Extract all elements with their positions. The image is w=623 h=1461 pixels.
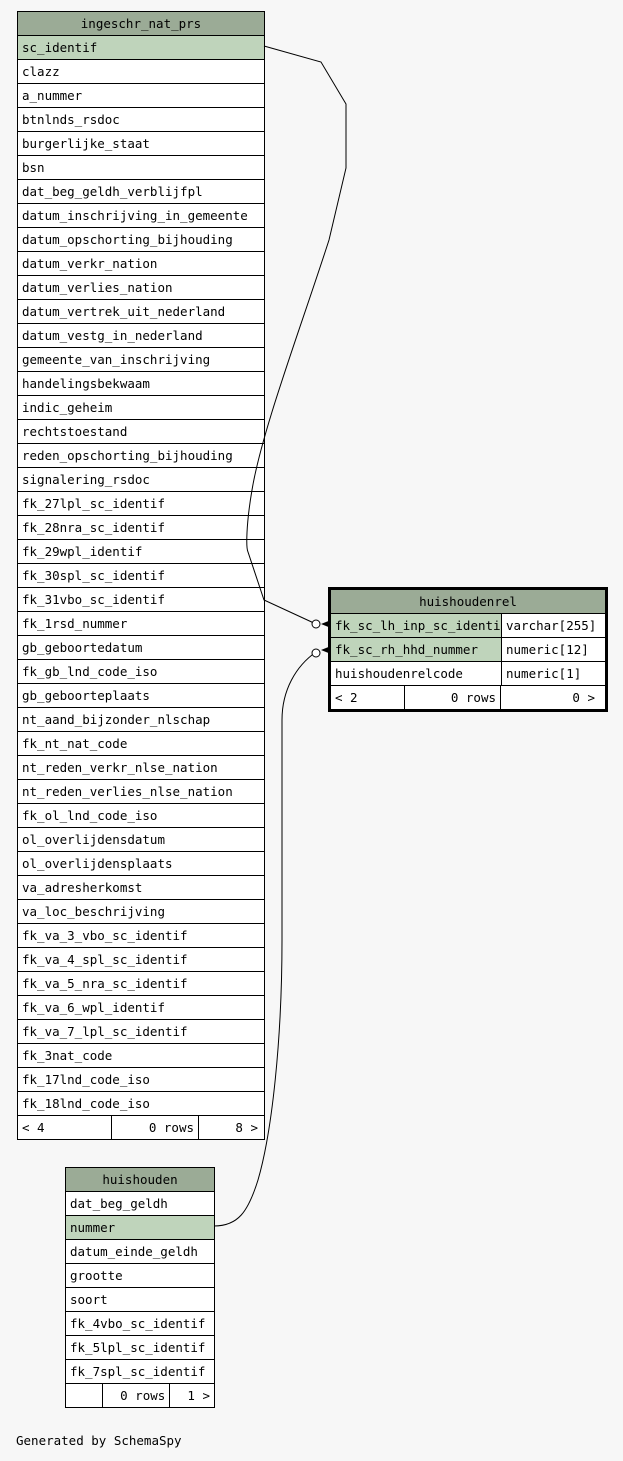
table-title[interactable]: huishoudenrel	[331, 590, 605, 614]
footer-children-link[interactable]: 1 >	[187, 1388, 210, 1403]
column-nt-reden-verlies-nlse-nation[interactable]: nt_reden_verlies_nlse_nation	[18, 780, 264, 804]
column-name: fk_sc_rh_hhd_nummer	[331, 638, 502, 661]
column-datum-opschorting-bijhouding[interactable]: datum_opschorting_bijhouding	[18, 228, 264, 252]
column-datum-verkr-nation[interactable]: datum_verkr_nation	[18, 252, 264, 276]
column-fk-va-6-wpl-identif[interactable]: fk_va_6_wpl_identif	[18, 996, 264, 1020]
column-fk-31vbo-sc-identif[interactable]: fk_31vbo_sc_identif	[18, 588, 264, 612]
column-gemeente-van-inschrijving[interactable]: gemeente_van_inschrijving	[18, 348, 264, 372]
edge-end-circle-2	[311, 648, 321, 658]
column-fk-va-4-spl-sc-identif[interactable]: fk_va_4_spl_sc_identif	[18, 948, 264, 972]
column-handelingsbekwaam[interactable]: handelingsbekwaam	[18, 372, 264, 396]
column-nt-reden-verkr-nlse-nation[interactable]: nt_reden_verkr_nlse_nation	[18, 756, 264, 780]
column-name: fk_sc_lh_inp_sc_identif	[331, 614, 508, 637]
column-datum-inschrijving-in-gemeente[interactable]: datum_inschrijving_in_gemeente	[18, 204, 264, 228]
column-gb-geboortedatum[interactable]: gb_geboortedatum	[18, 636, 264, 660]
column-fk-7spl-sc-identif[interactable]: fk_7spl_sc_identif	[66, 1360, 214, 1384]
column-nt-aand-bijzonder-nlschap[interactable]: nt_aand_bijzonder_nlschap	[18, 708, 264, 732]
column-type: numeric[12]	[502, 638, 600, 661]
column-fk-nt-nat-code[interactable]: fk_nt_nat_code	[18, 732, 264, 756]
table-footer: < 2 0 rows 0 >	[331, 686, 605, 709]
column-dat-beg-geldh-verblijfpl[interactable]: dat_beg_geldh_verblijfpl	[18, 180, 264, 204]
column-fk-27lpl-sc-identif[interactable]: fk_27lpl_sc_identif	[18, 492, 264, 516]
column-dat-beg-geldh[interactable]: dat_beg_geldh	[66, 1192, 214, 1216]
column-fk-ol-lnd-code-iso[interactable]: fk_ol_lnd_code_iso	[18, 804, 264, 828]
table-footer: 0 rows 1 >	[66, 1384, 214, 1407]
column-datum-einde-geldh[interactable]: datum_einde_geldh	[66, 1240, 214, 1264]
column-rechtstoestand[interactable]: rechtstoestand	[18, 420, 264, 444]
column-clazz[interactable]: clazz	[18, 60, 264, 84]
footer-parents-link[interactable]: < 4	[18, 1116, 112, 1139]
column-datum-vestg-in-nederland[interactable]: datum_vestg_in_nederland	[18, 324, 264, 348]
column-a-nummer[interactable]: a_nummer	[18, 84, 264, 108]
footer-parents-link[interactable]	[66, 1384, 103, 1407]
column-fk-4vbo-sc-identif[interactable]: fk_4vbo_sc_identif	[66, 1312, 214, 1336]
column-bsn[interactable]: bsn	[18, 156, 264, 180]
edge-end-circle-1	[311, 619, 321, 629]
column-reden-opschorting-bijhouding[interactable]: reden_opschorting_bijhouding	[18, 444, 264, 468]
column-indic-geheim[interactable]: indic_geheim	[18, 396, 264, 420]
column-btnlnds-rsdoc[interactable]: btnlnds_rsdoc	[18, 108, 264, 132]
column-fk-28nra-sc-identif[interactable]: fk_28nra_sc_identif	[18, 516, 264, 540]
generated-by-credit: Generated by SchemaSpy	[16, 1433, 182, 1448]
column-ol-overlijdensplaats[interactable]: ol_overlijdensplaats	[18, 852, 264, 876]
footer-row-count: 0 rows	[103, 1384, 171, 1407]
column-type: numeric[1]	[502, 662, 600, 685]
column-va-adresherkomst[interactable]: va_adresherkomst	[18, 876, 264, 900]
column-gb-geboorteplaats[interactable]: gb_geboorteplaats	[18, 684, 264, 708]
column-soort[interactable]: soort	[66, 1288, 214, 1312]
column-va-loc-beschrijving[interactable]: va_loc_beschrijving	[18, 900, 264, 924]
table-title[interactable]: huishouden	[66, 1168, 214, 1192]
column-sc-identif[interactable]: sc_identif	[18, 36, 264, 60]
column-fk-va-3-vbo-sc-identif[interactable]: fk_va_3_vbo_sc_identif	[18, 924, 264, 948]
footer-row-count: 0 rows	[112, 1116, 199, 1139]
column-grootte[interactable]: grootte	[66, 1264, 214, 1288]
column-fk-gb-lnd-code-iso[interactable]: fk_gb_lnd_code_iso	[18, 660, 264, 684]
footer-children-link[interactable]: 8 >	[235, 1120, 258, 1135]
column-fk-va-5-nra-sc-identif[interactable]: fk_va_5_nra_sc_identif	[18, 972, 264, 996]
footer-row-count: 0 rows	[405, 686, 501, 709]
column-datum-vertrek-uit-nederland[interactable]: datum_vertrek_uit_nederland	[18, 300, 264, 324]
column-burgerlijke-staat[interactable]: burgerlijke_staat	[18, 132, 264, 156]
column-fk-va-7-lpl-sc-identif[interactable]: fk_va_7_lpl_sc_identif	[18, 1020, 264, 1044]
column-fk-29wpl-identif[interactable]: fk_29wpl_identif	[18, 540, 264, 564]
column-fk-1rsd-nummer[interactable]: fk_1rsd_nummer	[18, 612, 264, 636]
column-fk-3nat-code[interactable]: fk_3nat_code	[18, 1044, 264, 1068]
table-title[interactable]: ingeschr_nat_prs	[18, 12, 264, 36]
column-ol-overlijdensdatum[interactable]: ol_overlijdensdatum	[18, 828, 264, 852]
footer-parents-link[interactable]: < 2	[331, 686, 405, 709]
column-fk-17lnd-code-iso[interactable]: fk_17lnd_code_iso	[18, 1068, 264, 1092]
footer-children-link[interactable]: 0 >	[572, 690, 595, 705]
column-fk-5lpl-sc-identif[interactable]: fk_5lpl_sc_identif	[66, 1336, 214, 1360]
column-type: varchar[255]	[502, 614, 600, 637]
column-datum-verlies-nation[interactable]: datum_verlies_nation	[18, 276, 264, 300]
column-name: huishoudenrelcode	[331, 662, 502, 685]
column-signalering-rsdoc[interactable]: signalering_rsdoc	[18, 468, 264, 492]
column-fk-30spl-sc-identif[interactable]: fk_30spl_sc_identif	[18, 564, 264, 588]
column-nummer[interactable]: nummer	[66, 1216, 214, 1240]
table-footer: < 4 0 rows 8 >	[18, 1116, 264, 1139]
column-fk-18lnd-code-iso[interactable]: fk_18lnd_code_iso	[18, 1092, 264, 1116]
